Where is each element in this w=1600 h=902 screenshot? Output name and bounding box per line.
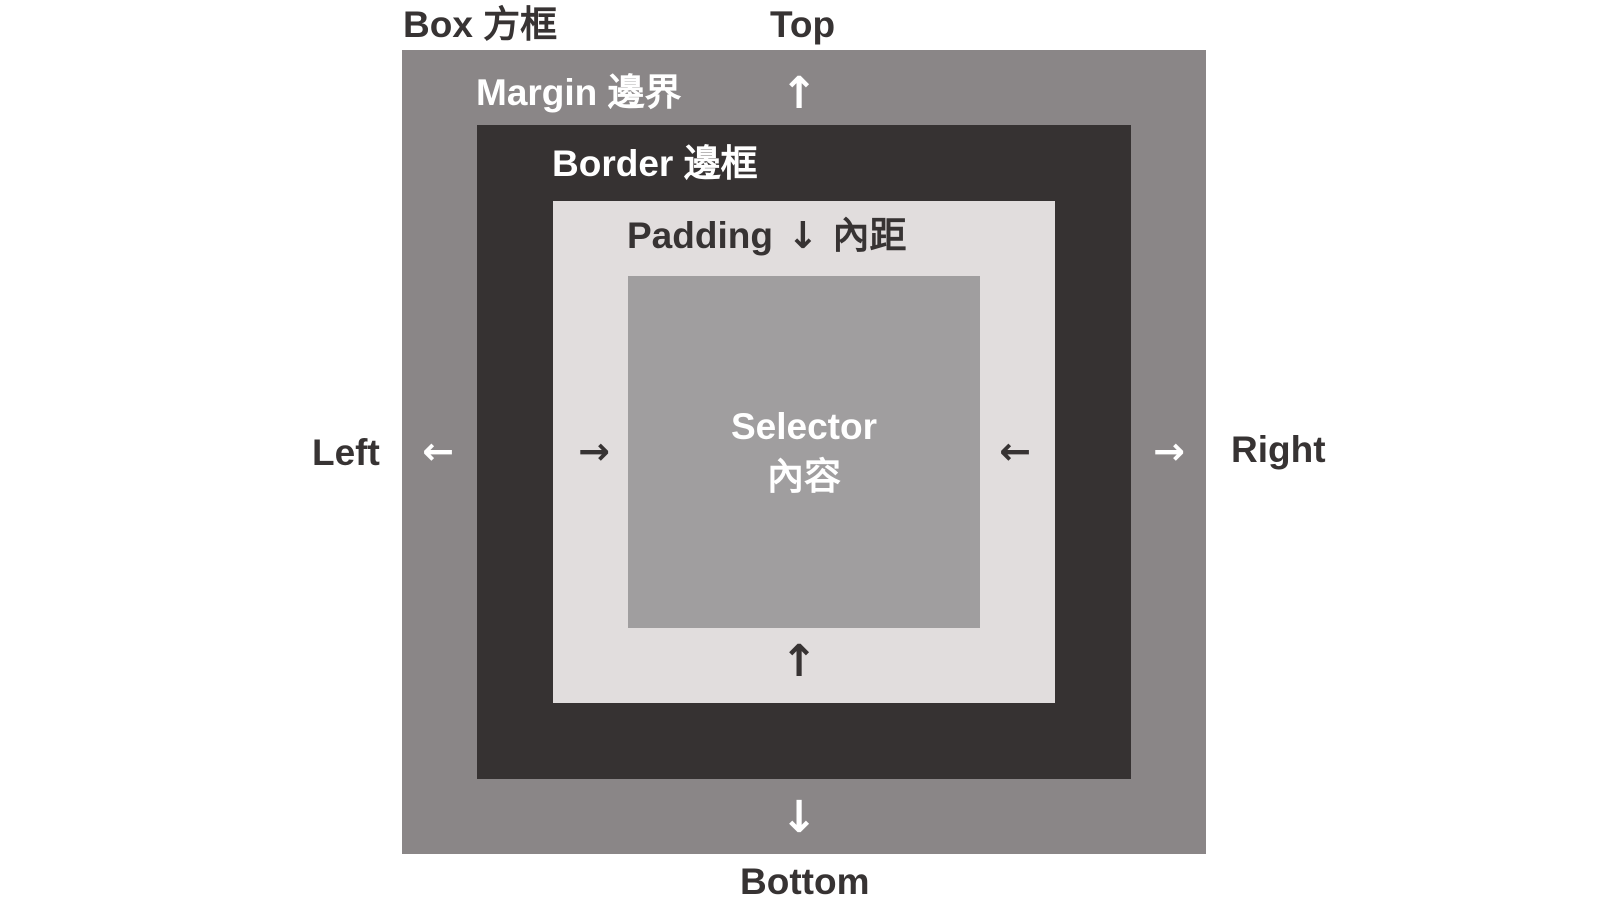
margin-bottom-arrow-icon: ↓ xyxy=(780,792,818,843)
right-label: Right xyxy=(1231,429,1326,470)
padding-label-text: Padding xyxy=(627,215,773,256)
top-label: Top xyxy=(770,4,836,45)
margin-top-arrow-icon: ↑ xyxy=(780,68,818,119)
margin-label: Margin 邊界 xyxy=(476,72,682,113)
padding-left-arrow-icon: → xyxy=(578,429,610,473)
padding-label: Padding ↓ 內距 xyxy=(627,217,907,254)
padding-label-cjk: 內距 xyxy=(832,215,907,256)
border-label: Border 邊框 xyxy=(552,143,758,184)
padding-down-arrow-icon: ↓ xyxy=(787,214,819,257)
content-area xyxy=(628,276,980,628)
margin-right-arrow-icon: → xyxy=(1153,429,1185,473)
bottom-label: Bottom xyxy=(740,861,870,902)
content-label-line1: Selector xyxy=(730,406,877,447)
padding-bottom-arrow-icon: ↑ xyxy=(780,636,818,687)
left-label: Left xyxy=(312,432,380,473)
margin-left-arrow-icon: ← xyxy=(422,429,454,473)
content-label-line2: 內容 xyxy=(767,456,841,497)
content-label: Selector 內容 xyxy=(628,402,980,502)
box-title: Box 方框 xyxy=(403,4,558,45)
padding-right-arrow-icon: ← xyxy=(999,429,1031,473)
